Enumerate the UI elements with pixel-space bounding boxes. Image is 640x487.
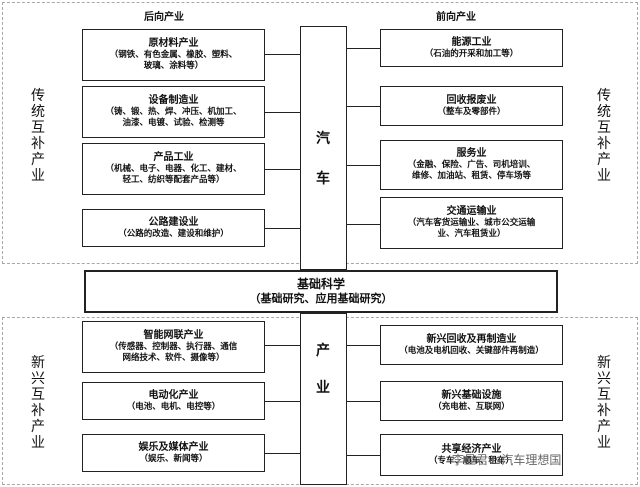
connector-line — [265, 401, 300, 402]
industry-box-entertainment-media: 娱乐及媒体产业 （娱乐、新闻等） — [82, 434, 265, 472]
spine-char: 产 — [316, 343, 330, 359]
automotive-spine-top — [300, 26, 347, 270]
industry-box-emerging-infrastructure: 新兴基础设施 （充电桩、互联网） — [380, 381, 563, 421]
backward-header: 后向产业 — [144, 12, 184, 23]
industry-box-products: 产品工业 （机械、电子、电器、化工、建材、 轻工、纺织等配套产品等） — [82, 143, 265, 195]
connector-line — [347, 48, 380, 49]
industry-box-emerging-recycling: 新兴回收及再制造业 （电池及电机回收、关键部件再制造） — [380, 325, 563, 365]
connector-line — [265, 345, 300, 346]
forward-header: 前向产业 — [436, 12, 476, 23]
industry-box-road-construction: 公路建设业 （公路的改造、建设和维护） — [82, 209, 265, 247]
spine-char: 车 — [316, 171, 330, 187]
automotive-spine-bottom — [300, 313, 347, 485]
connector-line — [265, 54, 300, 55]
connector-line — [347, 165, 380, 166]
connector-line — [265, 228, 300, 229]
industry-box-electrification: 电动化产业 （电池、电机、电控等） — [82, 382, 265, 420]
connector-line — [265, 453, 300, 454]
industry-box-transportation: 交通运输业 （汽车客货运输业、城市公交运输 业、汽车租赁业） — [380, 197, 563, 249]
connector-line — [347, 401, 380, 402]
connector-line — [347, 455, 380, 456]
side-label-emerging-right: 新 兴 互 补 产 业 — [597, 355, 611, 451]
watermark-text: 李显君vs汽车理想国 — [452, 453, 562, 467]
basic-science-box: 基础科学 （基础研究、应用基础研究） — [84, 270, 558, 313]
industry-box-connected-intelligence: 智能网联产业 （传感器、控制器、执行器、通信 网络技术、软件、摄像等） — [82, 321, 265, 373]
side-label-emerging-left: 新 兴 互 补 产 业 — [31, 355, 45, 451]
connector-line — [347, 224, 380, 225]
spine-char: 汽 — [316, 131, 330, 147]
basic-science-title: 基础科学 — [296, 277, 345, 291]
industry-box-recycling: 回收报废业 （整车及零部件） — [380, 86, 563, 126]
spine-char: 业 — [316, 380, 330, 396]
industry-box-sharing-economy: 共享经济产业 （专车、顺车、租车） — [380, 434, 563, 476]
side-label-traditional-right: 传 统 互 补 产 业 — [597, 88, 611, 184]
industry-box-services: 服务业 （金融、保险、广告、司机培训、 维修、加油站、租赁、停车场等 — [380, 140, 563, 190]
side-label-traditional-left: 传 统 互 补 产 业 — [31, 88, 45, 184]
connector-line — [347, 106, 380, 107]
connector-line — [347, 345, 380, 346]
connector-line — [265, 169, 300, 170]
industry-box-equipment: 设备制造业 （铸、锻、热、焊、冲压、机加工、 油漆、电镀、试验、检测等 — [82, 86, 265, 138]
industry-box-raw-materials: 原材料产业 （钢铁、有色金属、橡胶、塑料、 玻璃、涂料等） — [82, 29, 265, 81]
connector-line — [265, 112, 300, 113]
basic-science-detail: （基础研究、应用基础研究） — [249, 292, 393, 305]
industry-box-energy: 能源工业 （石油的开采和加工等） — [380, 29, 563, 67]
